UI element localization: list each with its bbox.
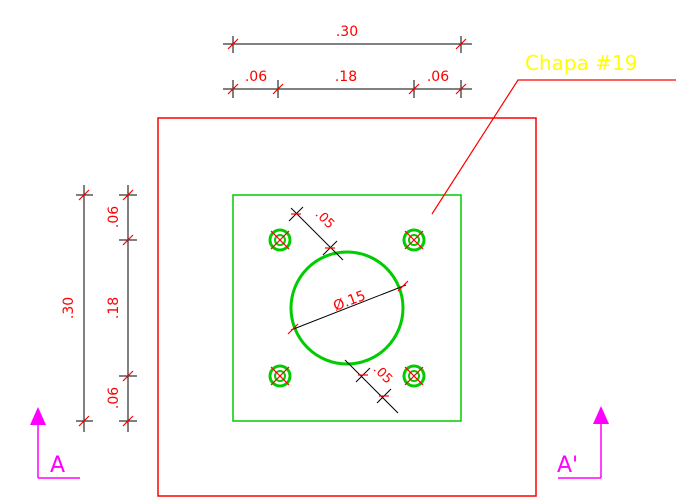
dim-center-span-label: .18 [335,69,357,85]
inner-plate-outline [232,194,462,422]
dim-overall-height: .30 [61,185,93,432]
plate-leader-line [431,79,676,215]
dim-split-height: .06 .18 .06 [106,185,137,432]
bolt-top-left [268,228,292,252]
dim-overall-width: .30 [223,24,472,53]
dim-top-edge-label: .06 [106,206,122,228]
dim-hole-offset-bottom-label: .05 [370,362,395,387]
dim-overall-height-label: .30 [61,297,77,319]
central-circle [289,250,405,366]
dim-circle-diameter-label: Ø.15 [331,288,368,315]
dim-split-width: .06 .18 .06 [223,69,472,98]
section-label-left: A [50,453,65,478]
outer-plate-outline [157,117,537,497]
dim-hole-offset-top-label: .05 [312,207,337,232]
plate-label: Chapa #19 [525,51,637,75]
dim-middle-span-label: .18 [106,297,122,319]
section-marker-right: A' [557,406,609,479]
section-marker-left: A [30,407,80,479]
dim-left-edge-label: .06 [245,69,267,85]
dim-overall-width-label: .30 [336,24,358,40]
dim-right-edge-label: .06 [427,69,449,85]
section-arrow-left-icon [30,407,46,425]
dim-circle-diameter: Ø.15 [287,280,409,335]
dim-hole-offset-bottom: .05 [344,359,399,414]
section-label-right: A' [557,453,578,478]
section-arrow-right-icon [593,406,609,424]
bolt-top-right [402,228,426,252]
bolt-bottom-right [402,364,426,388]
dim-hole-offset-top: .05 [288,206,344,261]
dim-bottom-edge-label: .06 [106,387,122,409]
bolt-bottom-left [268,364,292,388]
